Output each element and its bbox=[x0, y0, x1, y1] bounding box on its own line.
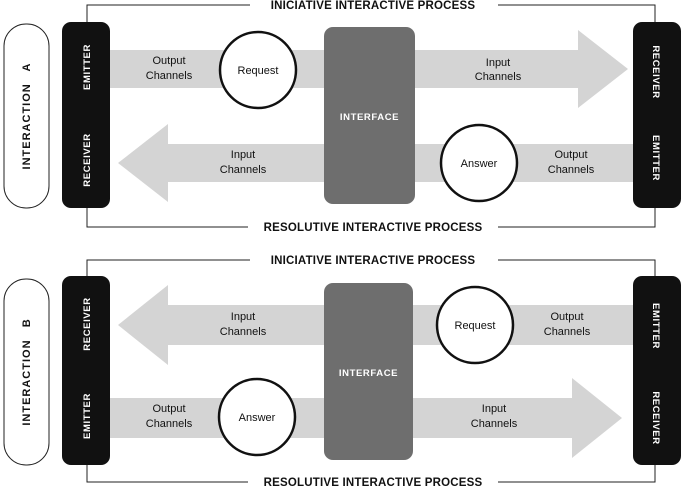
panel-a-interface-box bbox=[324, 27, 415, 204]
panel-a-bottom-process-label: RESOLUTIVE INTERACTIVE PROCESS bbox=[264, 222, 483, 234]
panel-a-bottom-right-label-2: Channels bbox=[548, 164, 595, 176]
panel-a-bottom-left-label-1: Input bbox=[231, 149, 255, 161]
panel-b-bottom-right-label-1: Input bbox=[482, 403, 506, 415]
panel-a-answer-label: Answer bbox=[461, 158, 498, 170]
panel-b-side-label: INTERACTION B bbox=[21, 318, 33, 425]
panel-a-side-label: INTERACTION A bbox=[21, 63, 33, 170]
panel-b-answer-circle bbox=[217, 377, 297, 457]
panel-b-bottom-left-label-2: Channels bbox=[146, 418, 193, 430]
panel-b-right-bottom-label: RECEIVER bbox=[650, 391, 661, 444]
panel-a-left-bottom-label: RECEIVER bbox=[82, 133, 93, 186]
panel-a-request-circle bbox=[218, 30, 298, 110]
panel-b-top-process-label: INICIATIVE INTERACTIVE PROCESS bbox=[271, 255, 476, 267]
panel-a-top-left-label-2: Channels bbox=[146, 70, 193, 82]
panel-b-top-right-label-2: Channels bbox=[544, 326, 591, 338]
panel-b: INICIATIVE INTERACTIVE PROCESS RESOLUTIV… bbox=[3, 255, 681, 487]
panel-a-bottom-right-label-1: Output bbox=[554, 149, 587, 161]
panel-a-bottom-left-label-2: Channels bbox=[220, 164, 267, 176]
panel-b-interface-label: INTERFACE bbox=[339, 368, 398, 379]
panel-b-left-top-label: RECEIVER bbox=[82, 297, 93, 350]
panel-a-side-pill bbox=[3, 23, 50, 209]
panel-a-top-right-label-2: Channels bbox=[475, 71, 522, 83]
panel-a-right-bar bbox=[633, 22, 681, 208]
panel-b-request-circle bbox=[435, 285, 515, 365]
panel-a-left-bar bbox=[62, 22, 110, 208]
panel-b-top-right-label-1: Output bbox=[550, 311, 583, 323]
panel-b-interface-box bbox=[324, 283, 413, 460]
panel-b-bottom-right-label-2: Channels bbox=[471, 418, 518, 430]
panel-b-right-bar bbox=[633, 276, 681, 465]
panel-a-right-bottom-label: EMITTER bbox=[650, 135, 661, 181]
panel-a: INICIATIVE INTERACTIVE PROCESS RESOLUTIV… bbox=[3, 0, 681, 234]
panel-a-request-label: Request bbox=[238, 65, 279, 77]
panel-b-bottom-left-label-1: Output bbox=[152, 403, 185, 415]
panel-b-side-pill bbox=[3, 278, 50, 466]
panel-a-right-top-label: RECEIVER bbox=[650, 45, 661, 98]
panel-b-top-left-label-2: Channels bbox=[220, 326, 267, 338]
panel-b-answer-label: Answer bbox=[239, 412, 276, 424]
panel-b-bottom-process-label: RESOLUTIVE INTERACTIVE PROCESS bbox=[264, 477, 483, 487]
panel-a-interface-label: INTERFACE bbox=[340, 112, 399, 123]
panel-b-top-left-label-1: Input bbox=[231, 311, 255, 323]
panel-b-right-top-label: EMITTER bbox=[650, 303, 661, 349]
panel-b-frame bbox=[86, 259, 656, 483]
panel-a-frame bbox=[86, 4, 656, 228]
panel-b-left-bottom-label: EMITTER bbox=[82, 393, 93, 439]
panel-b-left-bar bbox=[62, 276, 110, 465]
panel-a-answer-circle bbox=[439, 123, 519, 203]
panel-a-left-top-label: EMITTER bbox=[82, 44, 93, 90]
panel-a-top-left-label-1: Output bbox=[152, 55, 185, 67]
panel-b-request-label: Request bbox=[455, 320, 496, 332]
panel-a-top-process-label: INICIATIVE INTERACTIVE PROCESS bbox=[271, 0, 476, 12]
panel-a-top-right-label-1: Input bbox=[486, 57, 510, 69]
